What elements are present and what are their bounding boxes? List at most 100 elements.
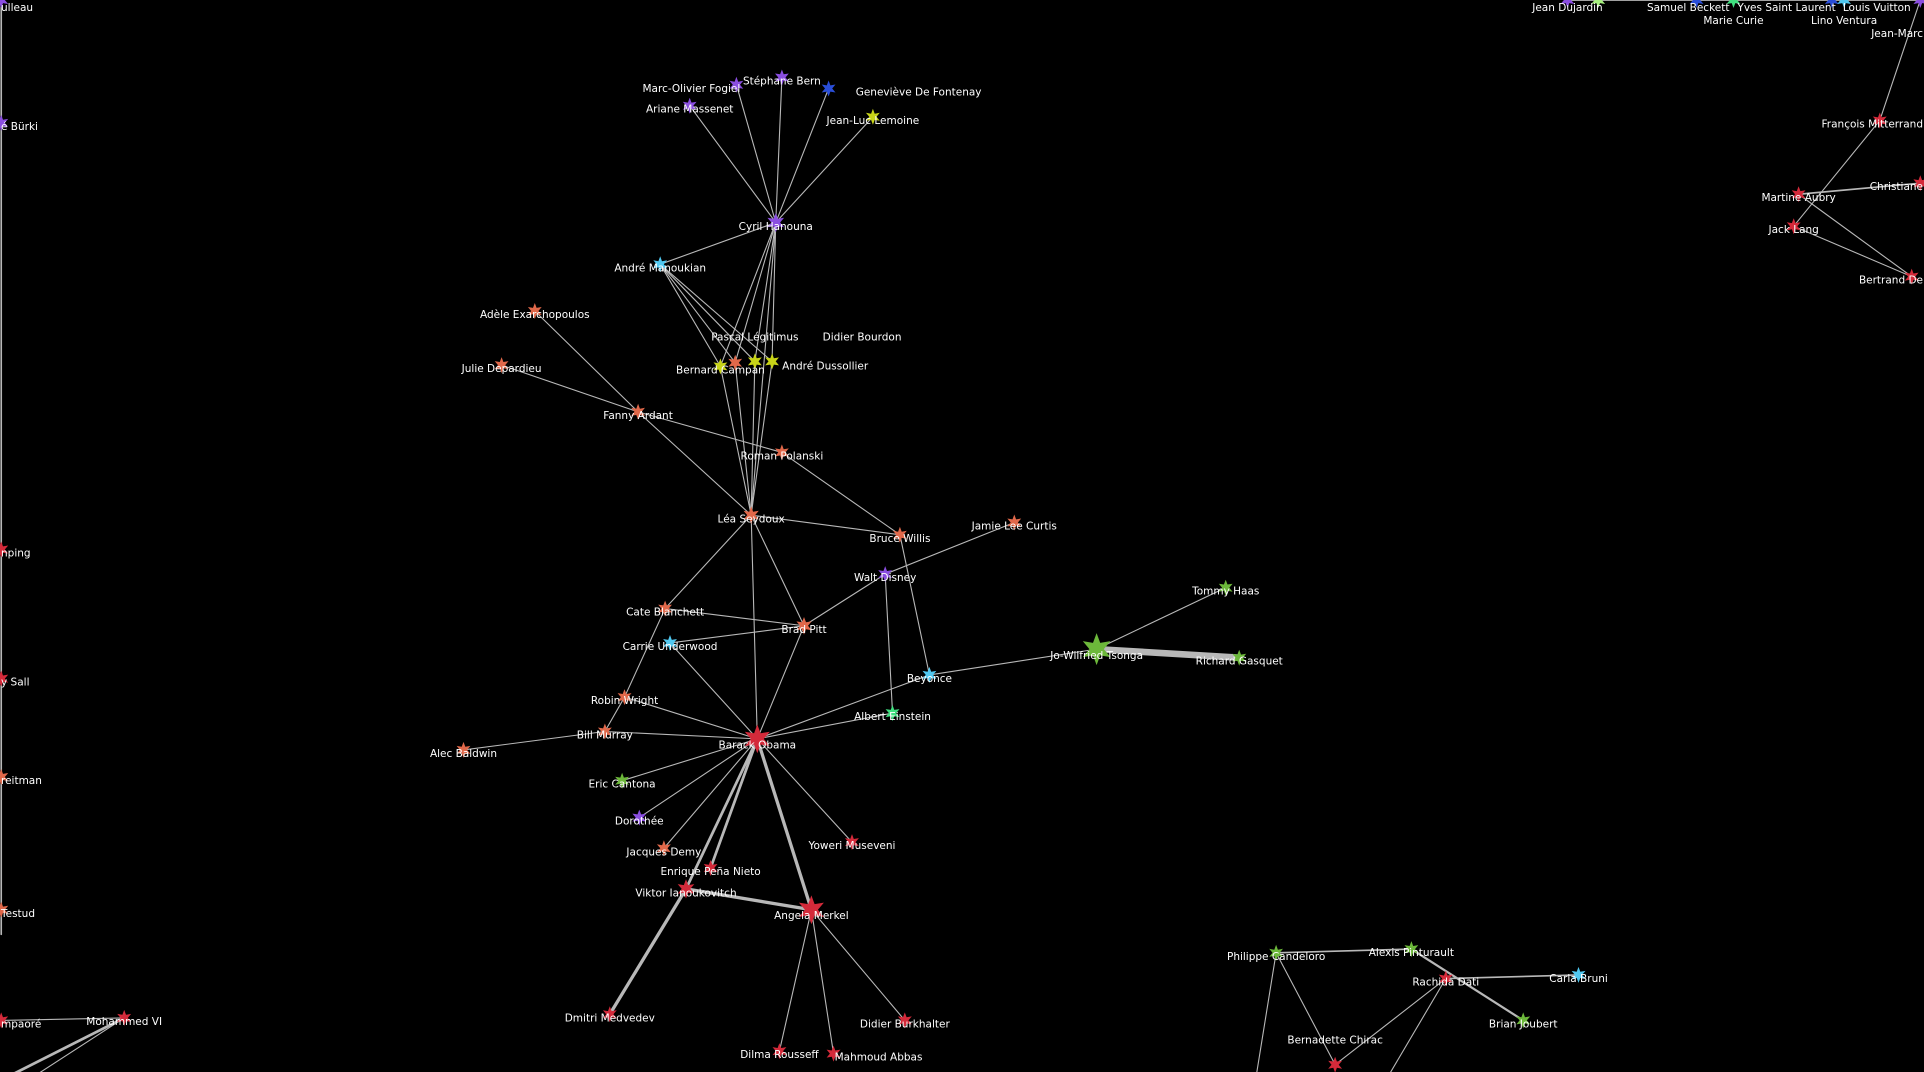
- star-icon[interactable]: [1516, 1012, 1531, 1029]
- star-icon[interactable]: [0, 670, 9, 687]
- star-icon[interactable]: [0, 901, 9, 918]
- star-icon[interactable]: [728, 354, 743, 371]
- star-icon[interactable]: [456, 741, 471, 758]
- graph-edge: [462, 730, 606, 751]
- star-icon[interactable]: [597, 723, 612, 740]
- star-icon[interactable]: [631, 403, 645, 420]
- graph-edge: [750, 514, 758, 740]
- node-label: Eric Cantona: [589, 779, 656, 791]
- star-icon[interactable]: [1791, 186, 1806, 203]
- graph-edge: [501, 364, 639, 413]
- star-icon[interactable]: [878, 566, 893, 583]
- node-label: Viktor Ianoukovitch: [635, 887, 736, 899]
- star-icon[interactable]: [658, 600, 672, 617]
- star-icon[interactable]: [865, 108, 880, 125]
- node-label: Geneviève De Fontenay: [856, 87, 982, 99]
- node-label: Dilma Rousseff: [740, 1049, 819, 1061]
- star-icon[interactable]: [682, 97, 697, 114]
- star-icon[interactable]: [1872, 112, 1887, 129]
- star-icon[interactable]: [653, 256, 668, 273]
- star-icon[interactable]: [765, 353, 779, 370]
- star-icon[interactable]: [1218, 579, 1233, 596]
- star-icon[interactable]: [1269, 944, 1283, 961]
- star-icon[interactable]: [897, 1012, 912, 1029]
- star-icon[interactable]: [775, 69, 789, 86]
- node-label: Angela Merkel: [774, 910, 849, 922]
- node-label: Julie Depardieu: [461, 363, 542, 375]
- star-icon[interactable]: [767, 212, 785, 233]
- graph-edge: [750, 514, 901, 536]
- star-icon[interactable]: [617, 689, 632, 706]
- star-icon[interactable]: [1082, 633, 1111, 666]
- star-icon[interactable]: [1328, 1056, 1343, 1072]
- star-icon[interactable]: [922, 666, 937, 683]
- star-icon[interactable]: [615, 772, 629, 789]
- star-icon[interactable]: [1571, 966, 1586, 983]
- node-label: Bruce Willis: [869, 533, 930, 545]
- star-icon[interactable]: [713, 358, 728, 375]
- star-icon[interactable]: [0, 769, 9, 785]
- star-icon[interactable]: [1913, 0, 1924, 8]
- star-icon[interactable]: [1560, 0, 1575, 8]
- node-label: é Bürki: [1, 121, 38, 133]
- star-icon[interactable]: [1913, 175, 1924, 192]
- star-icon[interactable]: [1007, 514, 1022, 531]
- node-label: nping: [1, 548, 31, 560]
- star-icon[interactable]: [632, 809, 647, 826]
- star-icon[interactable]: [893, 526, 907, 543]
- star-icon[interactable]: [747, 353, 762, 370]
- star-icon[interactable]: [663, 635, 677, 651]
- node-label: Jean-Marc: [1870, 28, 1923, 40]
- star-icon[interactable]: [1591, 0, 1606, 8]
- star-icon[interactable]: [743, 506, 759, 524]
- node-label: Jean Dujardin: [1531, 2, 1602, 14]
- node-label: Didier Burkhalter: [860, 1018, 951, 1030]
- star-icon[interactable]: [1438, 970, 1453, 987]
- node-label: Philippe Candeloro: [1227, 951, 1325, 963]
- graph-edge: [1444, 974, 1580, 980]
- graph-edge: [623, 696, 758, 740]
- star-icon[interactable]: [772, 1043, 787, 1060]
- star-icon[interactable]: [1404, 941, 1419, 958]
- star-icon[interactable]: [845, 834, 859, 851]
- star-icon[interactable]: [729, 76, 744, 93]
- graph-edge: [14, 1016, 126, 1072]
- star-icon[interactable]: [798, 895, 824, 925]
- graph-edge: [734, 221, 777, 364]
- star-icon[interactable]: [744, 724, 770, 754]
- star-icon[interactable]: [775, 444, 789, 461]
- star-icon[interactable]: [656, 840, 671, 857]
- star-icon[interactable]: [796, 617, 812, 635]
- star-icon[interactable]: [1904, 268, 1919, 285]
- star-icon[interactable]: [826, 1045, 841, 1062]
- star-icon[interactable]: [821, 80, 836, 97]
- star-icon[interactable]: [1837, 0, 1851, 8]
- node-label: Dorothée: [615, 816, 664, 828]
- graph-edge: [899, 534, 930, 676]
- star-icon[interactable]: [1824, 0, 1839, 8]
- node-label: Rachida Dati: [1412, 977, 1479, 989]
- node-label: Robin Wright: [591, 695, 658, 707]
- star-icon[interactable]: [117, 1009, 132, 1026]
- node-label: Cate Blanchett: [626, 607, 704, 619]
- star-icon[interactable]: [1786, 218, 1801, 235]
- star-icon[interactable]: [703, 860, 718, 876]
- star-icon[interactable]: [0, 541, 9, 558]
- star-icon[interactable]: [0, 1012, 9, 1029]
- star-icon[interactable]: [677, 879, 695, 899]
- star-icon[interactable]: [494, 357, 509, 374]
- star-icon[interactable]: [527, 303, 542, 319]
- star-icon[interactable]: [1689, 0, 1704, 8]
- node-label: mpaoré: [1, 1018, 41, 1030]
- node-label: Beyonce: [907, 673, 952, 685]
- graph-edge: [1275, 952, 1336, 1066]
- star-icon[interactable]: [1232, 649, 1247, 666]
- star-icon[interactable]: [0, 114, 9, 131]
- node-label: Pascal Légitimus: [711, 331, 798, 343]
- star-icon[interactable]: [602, 1006, 617, 1023]
- star-icon[interactable]: [885, 705, 900, 722]
- star-icon[interactable]: [0, 0, 9, 8]
- star-icon[interactable]: [1726, 0, 1741, 8]
